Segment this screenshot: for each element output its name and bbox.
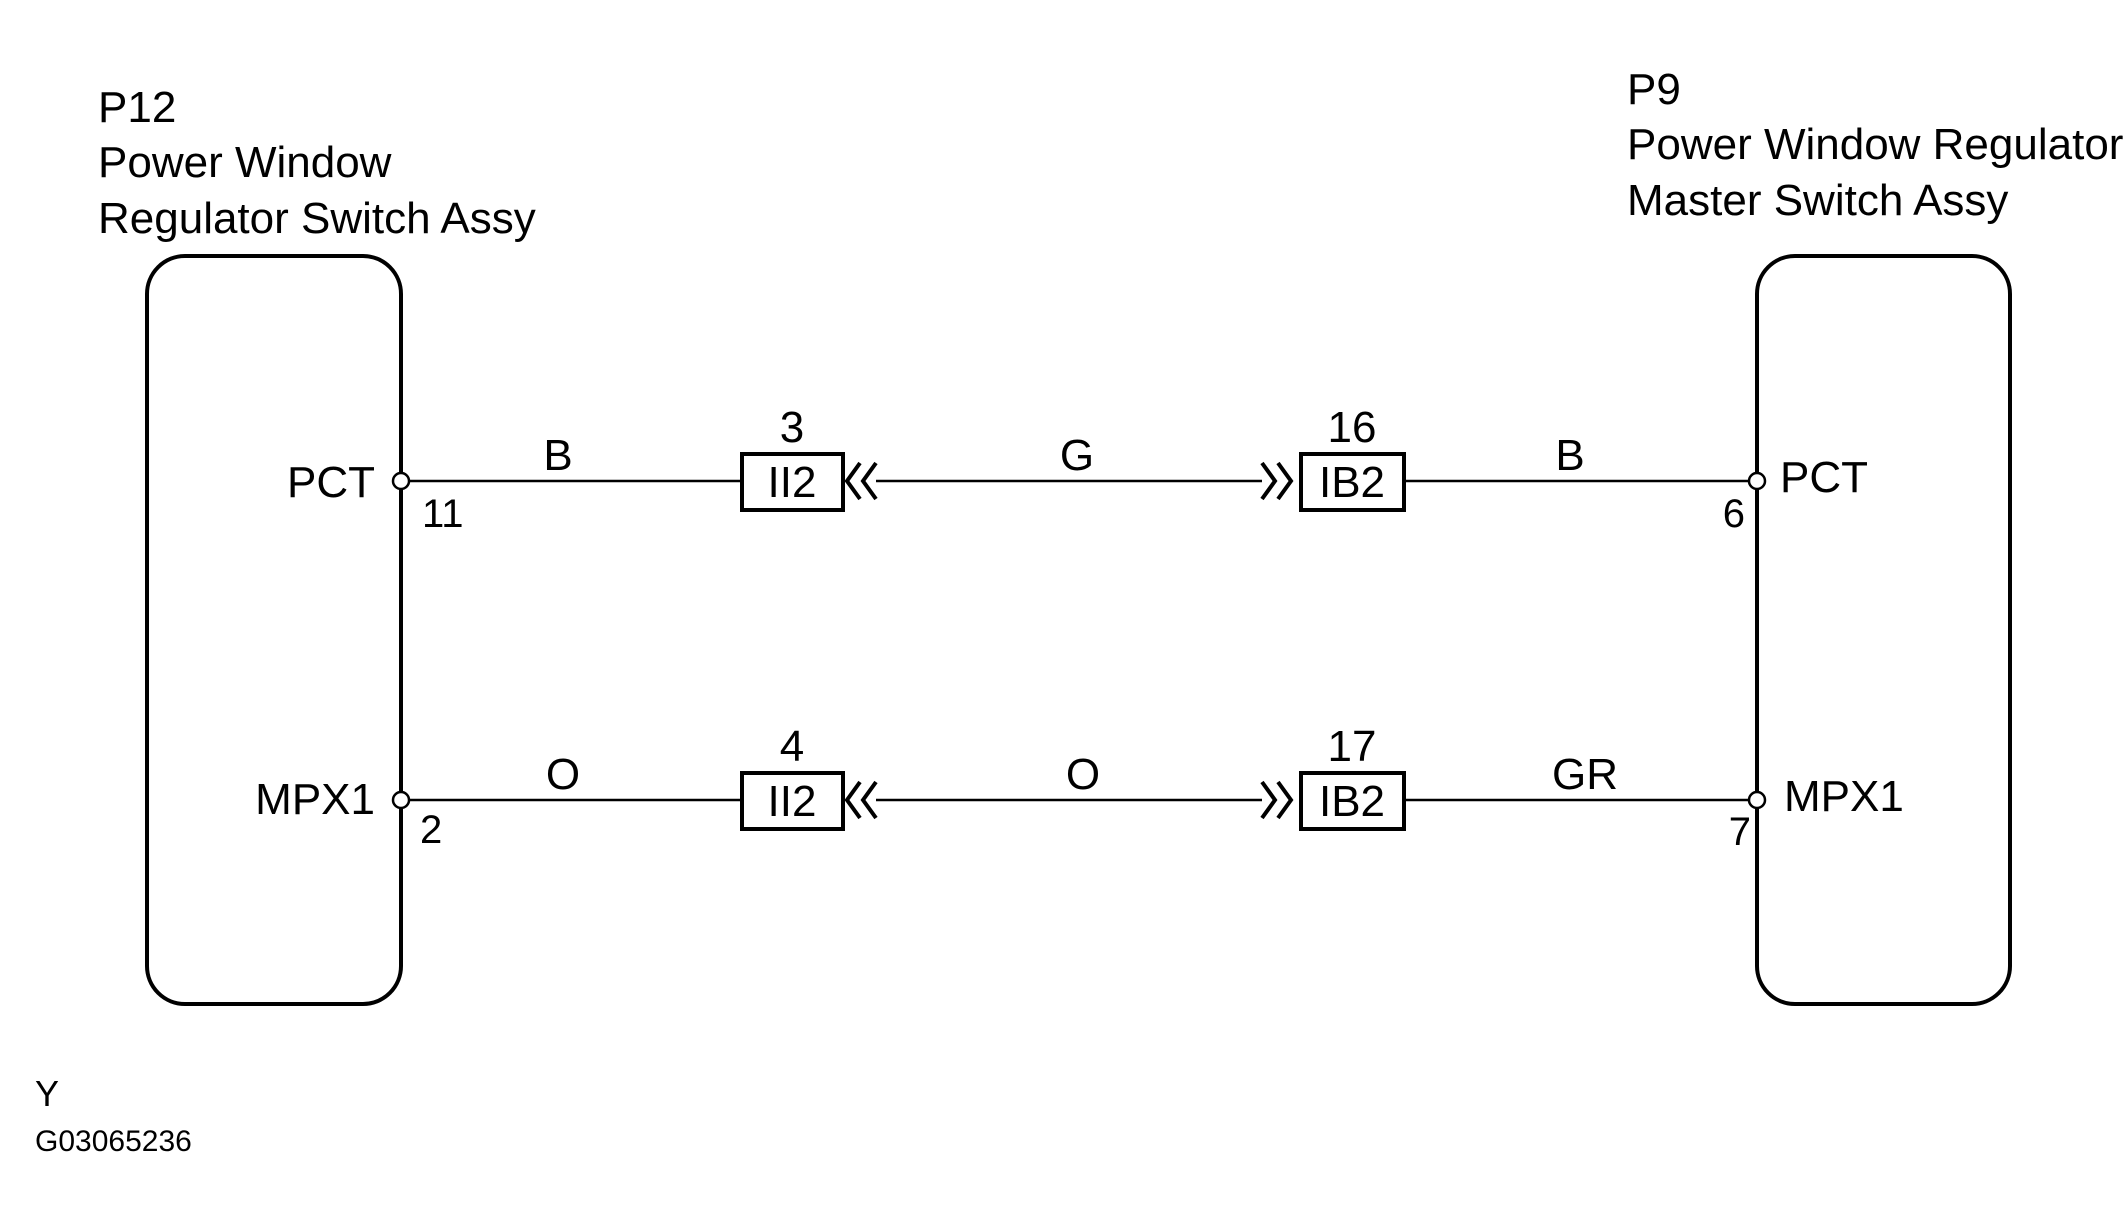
left-connector-name: II2 — [768, 777, 817, 826]
male-connector-chevron-icon — [1260, 461, 1294, 501]
footer-mark: Y — [35, 1073, 59, 1114]
male-connector-chevron-icon — [1260, 780, 1294, 820]
terminal-circle — [391, 471, 411, 491]
right-wire-color: GR — [1552, 750, 1618, 799]
right-component-label: P9 Power Window Regulator Master Switch … — [1627, 65, 2123, 225]
left-connector-name: II2 — [768, 458, 817, 507]
right-connector-name: IB2 — [1319, 458, 1385, 507]
terminal-circle — [1747, 790, 1767, 810]
female-connector-chevron-icon — [844, 461, 878, 501]
middle-wire-color: O — [1066, 750, 1100, 799]
right-component-name-line2: Master Switch Assy — [1627, 176, 2008, 225]
circuit-pct: PCT 11 B II2 3 G IB2 16 B PCT 6 — [287, 403, 1868, 536]
right-pin-number: 7 — [1729, 810, 1751, 854]
left-connector-pin: 4 — [780, 722, 804, 771]
left-component-name-line1: Power Window — [98, 138, 392, 187]
right-connector-box — [1299, 771, 1406, 831]
right-terminal-name: PCT — [1780, 453, 1868, 502]
left-connector-box — [740, 771, 845, 831]
left-terminal-name: PCT — [287, 458, 375, 507]
female-connector-chevron-icon — [844, 780, 878, 820]
right-component-name-line1: Power Window Regulator — [1627, 120, 2123, 169]
left-terminal-name: MPX1 — [255, 775, 375, 824]
terminal-circle — [1747, 471, 1767, 491]
middle-wire-color: G — [1060, 431, 1094, 480]
right-connector-box — [1299, 452, 1406, 512]
right-connector-pin: 17 — [1328, 722, 1377, 771]
right-wire-color: B — [1555, 431, 1584, 480]
right-component-box — [1755, 254, 2012, 1006]
circuit-mpx1: MPX1 2 O II2 4 O IB2 17 GR MPX1 7 — [255, 722, 1904, 854]
left-component-code: P12 — [98, 83, 176, 132]
right-terminal-name: MPX1 — [1784, 772, 1904, 821]
left-component-name-line2: Regulator Switch Assy — [98, 194, 536, 243]
left-pin-number: 11 — [422, 492, 464, 536]
right-connector-name: IB2 — [1319, 777, 1385, 826]
left-wire-color: O — [546, 750, 580, 799]
right-component-code: P9 — [1627, 65, 1681, 114]
right-pin-number: 6 — [1723, 492, 1745, 536]
left-connector-box — [740, 452, 845, 512]
left-wire-color: B — [543, 431, 572, 480]
figure-id: G03065236 — [35, 1125, 192, 1158]
left-component-box — [145, 254, 403, 1006]
right-connector-pin: 16 — [1328, 403, 1377, 452]
left-connector-pin: 3 — [780, 403, 804, 452]
left-pin-number: 2 — [420, 808, 442, 852]
terminal-circle — [391, 790, 411, 810]
left-component-label: P12 Power Window Regulator Switch Assy — [98, 83, 536, 243]
